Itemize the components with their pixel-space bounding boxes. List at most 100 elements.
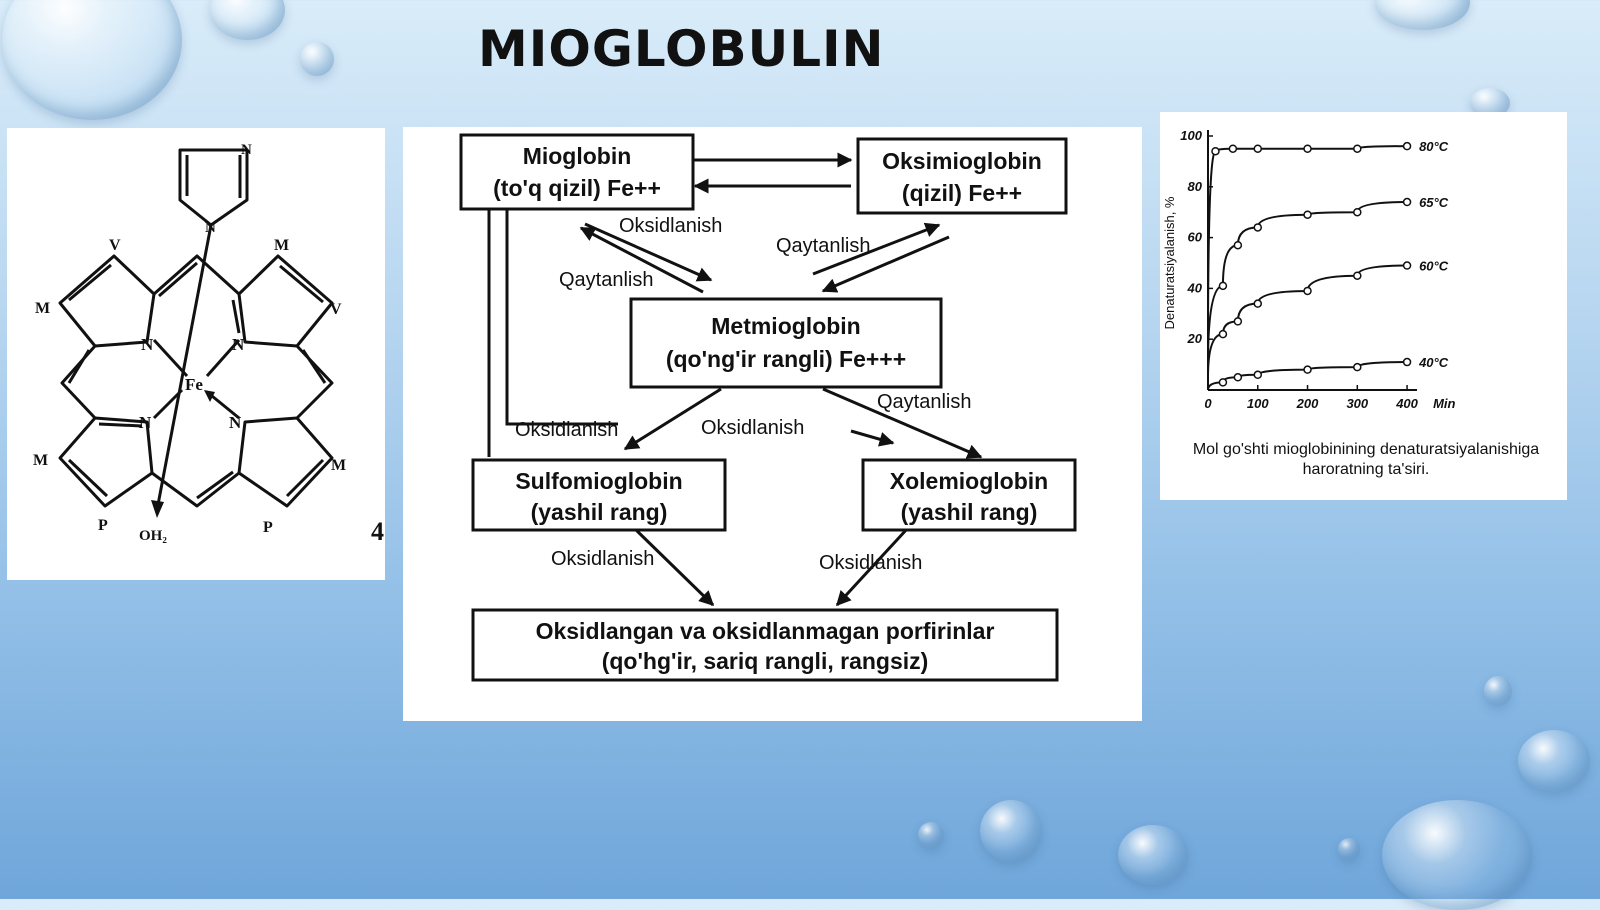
data-point <box>1353 207 1362 217</box>
bubble-decoration <box>980 800 1042 862</box>
edge-xole-to-porf <box>835 527 909 607</box>
chart-caption-line: haroratning ta'siri. <box>1302 461 1430 478</box>
atom-oh2-label: OH₂ <box>139 528 167 544</box>
series-label: 40°C <box>1418 355 1449 370</box>
atom-n-label: N <box>229 413 242 432</box>
x-tick-label: 400 <box>1395 396 1418 411</box>
substituent-p-label: P <box>263 519 273 536</box>
edge-met-to-xole <box>822 387 983 459</box>
substituent-m-label: M <box>331 457 346 474</box>
y-tick-label: 60 <box>1188 230 1203 245</box>
x-tick-label: 0 <box>1204 396 1212 411</box>
substituent-v-label: V <box>330 301 342 318</box>
data-point <box>1402 261 1412 270</box>
bond-arrowhead <box>151 500 164 518</box>
data-point <box>1303 365 1312 374</box>
node-metmioglobin: Metmioglobin (qo'ng'ir rangli) Fe+++ <box>629 297 943 389</box>
bubble-decoration <box>2 0 182 120</box>
atom-fe-label: Fe <box>185 375 203 394</box>
svg-text:Sulfomioglobin: Sulfomioglobin <box>515 468 682 494</box>
svg-text:(yashil rang): (yashil rang) <box>901 499 1038 525</box>
substituent-m-label: M <box>33 452 48 469</box>
slide-title: MIOGLOBULIN <box>478 20 885 78</box>
bubble-decoration <box>918 822 944 848</box>
svg-text:(to'q qizil) Fe++: (to'q qizil) Fe++ <box>493 175 661 201</box>
heme-structure-drawing: N N N N N N Fe OH₂ V V M M M M P P 4 <box>33 142 384 546</box>
flow-diagram-canvas: Mioglobin (to'q qizil) Fe++ Oksimioglobi… <box>459 133 1077 682</box>
svg-text:Metmioglobin: Metmioglobin <box>711 313 860 339</box>
svg-text:(qizil) Fe++: (qizil) Fe++ <box>902 180 1022 206</box>
atom-n-label: N <box>205 220 216 236</box>
node-sulfomioglobin: Sulfomioglobin (yashil rang) <box>471 458 727 532</box>
bubble-decoration <box>1484 676 1512 706</box>
edge-label-qaytanlish: Qaytanlish <box>877 391 972 413</box>
substituent-p-label: P <box>98 517 108 534</box>
edge-label-qaytanlish: Qaytanlish <box>776 235 871 257</box>
series-label: 80°C <box>1419 139 1449 154</box>
substituent-v-label: V <box>109 237 121 254</box>
edge-label-oksidlanish: Oksidlanish <box>701 417 804 439</box>
svg-text:(qo'hg'ir, sariq rangli, rangs: (qo'hg'ir, sariq rangli, rangsiz) <box>602 648 929 674</box>
bubble-decoration <box>210 0 285 40</box>
node-xolemioglobin: Xolemioglobin (yashil rang) <box>861 458 1077 532</box>
myoglobin-transformation-diagram: Mioglobin (to'q qizil) Fe++ Oksimioglobi… <box>403 127 1142 721</box>
atom-n-label: N <box>241 142 252 158</box>
pyrrole-ring-top-right <box>237 254 334 348</box>
data-point <box>1218 281 1228 291</box>
chart-caption-line: Mol go'shti mioglobinining denaturatsiya… <box>1192 441 1540 458</box>
edge-label-oksidlanish: Oksidlanish <box>551 548 654 570</box>
svg-text:Oksidlangan va oksidlanmagan p: Oksidlangan va oksidlanmagan porfirinlar <box>536 618 995 644</box>
pyrrole-ring-bottom-left <box>58 416 154 508</box>
bubble-decoration <box>1338 838 1360 860</box>
svg-text:(yashil rang): (yashil rang) <box>531 499 668 525</box>
data-point <box>1353 271 1362 280</box>
y-axis-label: Denaturatsiyalanish, % <box>1162 196 1177 329</box>
x-tick-label: 200 <box>1296 396 1319 411</box>
svg-text:Oksimioglobin: Oksimioglobin <box>882 148 1042 174</box>
imidazole-ring <box>178 148 249 227</box>
svg-text:Mioglobin: Mioglobin <box>523 143 632 169</box>
x-tick-label: 300 <box>1346 396 1368 411</box>
x-tick-label: 100 <box>1247 396 1269 411</box>
data-point <box>1303 210 1312 219</box>
data-point <box>1402 357 1412 367</box>
data-point <box>1303 286 1312 296</box>
pyrrole-ring-top-left <box>58 254 156 348</box>
data-point <box>1218 378 1228 387</box>
data-point <box>1211 146 1220 156</box>
edge-met-to-mio <box>579 226 704 294</box>
y-tick-label: 80 <box>1188 179 1203 194</box>
svg-text:Xolemioglobin: Xolemioglobin <box>890 468 1048 494</box>
edge-mio-to-met <box>584 222 713 282</box>
data-point <box>1253 370 1263 380</box>
data-point <box>1402 197 1412 207</box>
edge-label-oksidlanish: Oksidlanish <box>515 419 618 441</box>
chart-caption: Mol go'shti mioglobinining denaturatsiya… <box>1166 440 1566 480</box>
bubble-decoration <box>1375 0 1470 30</box>
data-point <box>1353 362 1362 372</box>
bubble-decoration <box>1518 730 1590 792</box>
data-point <box>1353 144 1362 153</box>
y-tick-label: 40 <box>1187 280 1203 295</box>
data-point <box>1233 317 1243 326</box>
edge-label-oksidlanish: Oksidlanish <box>819 552 922 574</box>
edge-label-oksidlanish: Oksidlanish <box>619 215 722 237</box>
pyrrole-ring-bottom-right <box>237 416 334 508</box>
figure-number: 4 <box>371 517 384 546</box>
heme-structure-panel: N N N N N N Fe OH₂ V V M M M M P P 4 <box>7 128 385 580</box>
node-porfirinlar: Oksidlangan va oksidlanmagan porfirinlar… <box>471 608 1059 682</box>
data-point <box>1233 240 1243 250</box>
atom-n-label: N <box>141 335 154 354</box>
data-point <box>1402 141 1412 151</box>
bond-arrowhead <box>204 390 215 402</box>
edge-mio-to-sulfo-2 <box>505 209 618 426</box>
y-tick-label: 100 <box>1180 128 1202 143</box>
svg-text:(qo'ng'ir rangli) Fe+++: (qo'ng'ir rangli) Fe+++ <box>666 346 906 372</box>
data-point <box>1218 329 1228 339</box>
series-label: 60°C <box>1419 259 1449 274</box>
data-point <box>1228 144 1238 153</box>
substituent-m-label: M <box>274 237 289 254</box>
bubble-decoration <box>300 42 334 76</box>
